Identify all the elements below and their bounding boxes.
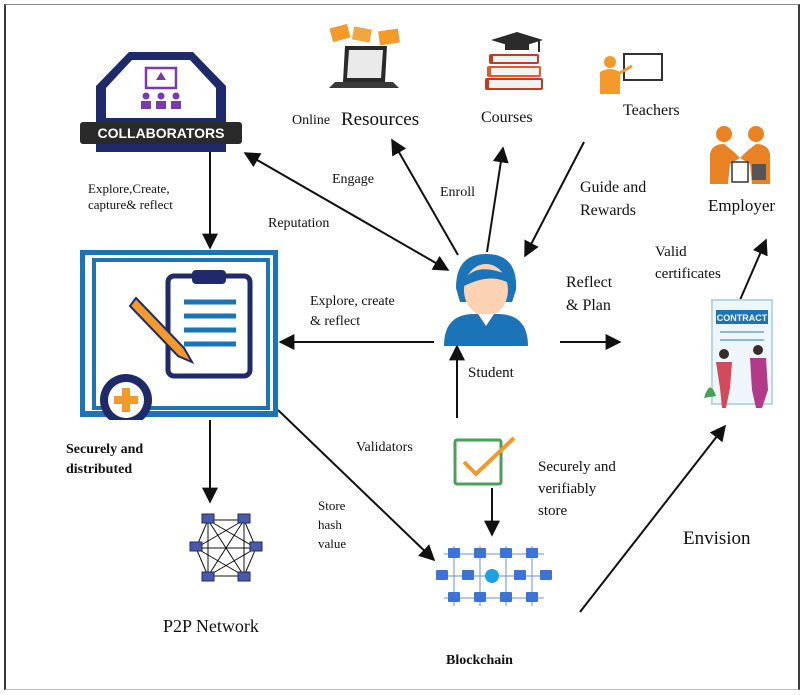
p2p-network-label: P2P Network xyxy=(163,616,259,636)
arrow-enroll xyxy=(486,146,509,253)
explore-create-capture-label: Explore,Create, capture& reflect xyxy=(88,181,173,212)
securely-distributed-label: Securely and distributed xyxy=(66,442,144,477)
contract-icon: CONTRACT xyxy=(704,299,773,408)
laptop-books-icon xyxy=(329,24,400,88)
arrow-valid-cert xyxy=(739,238,768,301)
contract-label: CONTRACT xyxy=(717,313,768,323)
engage-label: Engage xyxy=(332,172,374,187)
arrow-engage xyxy=(391,138,459,256)
student-label: Student xyxy=(468,365,514,381)
store-hash-label: Store hash value xyxy=(318,498,347,551)
reputation-label: Reputation xyxy=(268,216,330,231)
arrow-reputation xyxy=(243,152,450,271)
student-avatar-icon xyxy=(444,254,528,346)
explore-create-reflect-label: Explore, create & reflect xyxy=(310,294,395,329)
network-icon xyxy=(189,513,263,582)
resources-label: Resources xyxy=(341,109,420,130)
courses-label: Courses xyxy=(481,109,533,126)
blockchain-label: Blockchain xyxy=(446,653,513,668)
envision-label: Envision xyxy=(683,528,751,549)
checkmark-icon xyxy=(453,436,516,486)
valid-certificates-label: Valid certificates xyxy=(655,244,721,282)
securely-verifiably-label: Securely and verifiably store xyxy=(538,459,616,519)
employer-label: Employer xyxy=(708,196,776,215)
handshake-icon xyxy=(710,126,770,184)
guide-rewards-label: Guide and Rewards xyxy=(580,179,647,219)
teachers-label: Teachers xyxy=(623,102,680,119)
validators-label: Validators xyxy=(356,440,413,455)
arrow-guide xyxy=(524,141,585,258)
diagram-frame xyxy=(4,4,800,690)
blockchain-icon xyxy=(436,546,552,606)
enroll-label: Enroll xyxy=(440,185,475,200)
arrow-envision xyxy=(579,424,726,613)
collaborators-badge-icon: COLLABORATORS xyxy=(80,52,242,152)
arrow-store-hash xyxy=(277,409,436,562)
clipboard-certificate-icon xyxy=(80,250,278,420)
teacher-board-icon xyxy=(600,53,663,94)
books-mortarboard-icon xyxy=(485,32,543,90)
collaborators-label: COLLABORATORS xyxy=(97,125,224,141)
online-label-small: Online xyxy=(292,113,331,128)
reflect-plan-label: Reflect & Plan xyxy=(566,274,613,314)
